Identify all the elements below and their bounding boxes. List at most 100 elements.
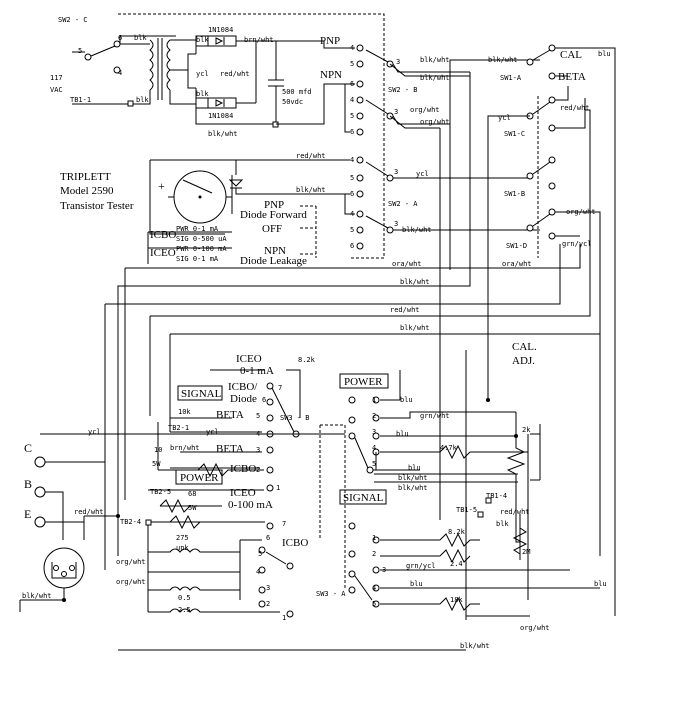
icbo-sig-range: SIG 0-500 uA [176,235,227,243]
sw2b-pin-6: 6 [350,80,354,88]
pin-6-mains: 6 [118,34,122,42]
power-label-lower: POWER [180,472,219,484]
pnp-output-label: PNP [320,35,340,47]
sw2b-pin-5: 5 [350,60,354,68]
iceo-sig-range: SIG 0-1 mA [176,255,219,263]
sw3-pin-3-right: 3 [372,428,376,436]
shunt-pin-7: 7 [282,520,286,528]
sw3a-pin-2: 2 [372,550,376,558]
func-npn: NPN [264,245,286,257]
r-8k2-bot: 8.2k [448,528,466,536]
wire-ora-wht-1: ora/wht [392,260,422,268]
func-off: OFF [262,223,282,235]
wire-blu-4: blu [410,580,423,588]
pot-10: 10 [154,446,162,454]
terminal-e: E [24,507,31,521]
r-unk: unk [176,544,189,552]
title-line3: Transistor Tester [60,200,134,212]
sw2a-pin-3: 3 [394,168,398,176]
wire-blk-wht-3: blk/wht [420,74,450,82]
shunt-pin-6: 6 [266,534,270,542]
wire-blk-wht-8: blk/wht [398,474,428,482]
capacitor-voltage: 50vdc [282,98,303,106]
sw2a-pin-5b: 5 [350,226,354,234]
wire-blk-wht-10: blk/wht [460,642,490,650]
terminal-tb1-4: TB1-4 [486,492,507,500]
sw1d-label: SW1-D [506,242,527,250]
power-box-upper [339,373,389,389]
wire-blu-2: blu [396,430,409,438]
beta-label-upper: BETA [216,409,244,421]
signal-box-lower [339,489,387,505]
switch-sw2b-label: SW2 - B [388,86,418,94]
wire-ycl-cal: ycl [498,114,511,122]
sw2b-pin-3b: 3 [394,108,398,116]
pin-4-mains: 4 [118,69,122,77]
power-label-upper: POWER [344,376,383,388]
switch-sw3a-label: SW3 - A [316,590,346,598]
sw3b-pin-7: 7 [278,384,282,392]
wire-blk-wht-9: blk/wht [398,484,428,492]
npn-output-label: NPN [320,69,342,81]
pot-10-watt: 5W [152,460,161,468]
switch-sw2a-label: SW2 - A [388,200,418,208]
wire-blk-wht-4: blk/wht [296,186,326,194]
wire-blk-wht-cal: blk/wht [488,56,518,64]
sw3a-pin-3: 3 [382,566,386,574]
signal-box-upper [177,385,223,401]
capacitor-value: 500 mfd [282,88,312,96]
wire-ycl-2: ycl [416,170,429,178]
diode-bottom-label: 1N1084 [208,112,233,120]
wire-blk-wht-6: blk/wht [400,278,430,286]
junction-dots [62,398,518,602]
pot-2k: 2k [522,426,531,434]
sw3b-pin-2: 2 [256,466,260,474]
diode-top-label: 1N1084 [208,26,233,34]
icbo-pwr-range: PWR 0-1 mA [176,225,219,233]
wire-blk-4: blk [196,90,209,98]
wire-red-wht-3: red/wht [390,306,420,314]
terminal-tb2-4: TB2-4 [120,518,141,526]
func-diode-leakage: Diode Leakage [240,255,307,267]
text-labels: TRIPLETT Model 2590 Transistor Tester SW… [22,16,611,650]
sw1a-label: SW1-A [500,74,522,82]
mains-volts: 117 [50,74,63,82]
iceo-lower: ICEO [230,487,256,499]
switch-sw2c-label: SW2 - C [58,16,88,24]
shunt-pin-5: 5 [258,550,262,558]
sw3b-pin-6: 6 [262,396,266,404]
wire-blk-3: blk [196,36,209,44]
wire-ycl-sw3: ycl [206,428,219,436]
sw3-pin-4-right: 4 [372,444,376,452]
cal-adj-line1: CAL. [512,341,537,353]
meter-plus: + [158,179,165,193]
wire-grn-ycl-cal: grn/ycl [562,240,592,248]
wire-org-wht-1: org/wht [410,106,440,114]
wire-ycl-1: ycl [196,70,209,78]
wire-blu-cal: blu [598,50,611,58]
wire-org-wht-4: org/wht [116,558,146,566]
sw3a-pin-5: 5 [372,600,376,608]
wire-blk-1: blk [134,34,147,42]
wire-org-wht-2: org/wht [420,118,450,126]
terminal-tb1-5: TB1-5 [456,506,477,514]
sw2b-pin-3: 3 [396,58,400,66]
wire-grn-ycl-1: grn/ycl [406,562,436,570]
icbo-switch-label: ICBO [282,537,308,549]
wire-blk-wht-7: blk/wht [400,324,430,332]
meter-section [147,156,540,264]
sw2a-pin-6: 6 [350,190,354,198]
icbo-label: ICBO [150,229,176,241]
wire-blu-5: blu [594,580,607,588]
shunt-pin-3: 3 [266,584,270,592]
r-2-4: 2.4 [450,560,463,568]
r-0-5: 0.5 [178,594,191,602]
sw3b-pin-3: 3 [256,446,260,454]
sw2b-pin-4: 4 [350,44,354,52]
iceo-small-range: 0-1 mA [240,365,274,377]
wire-blu-3: blu [408,464,421,472]
wire-blk-wht-5: blk/wht [402,226,432,234]
wire-red-wht-2: red/wht [296,152,326,160]
wire-blk-wht-ps: blk/wht [208,130,238,138]
sw3b-pin-5: 5 [256,412,260,420]
